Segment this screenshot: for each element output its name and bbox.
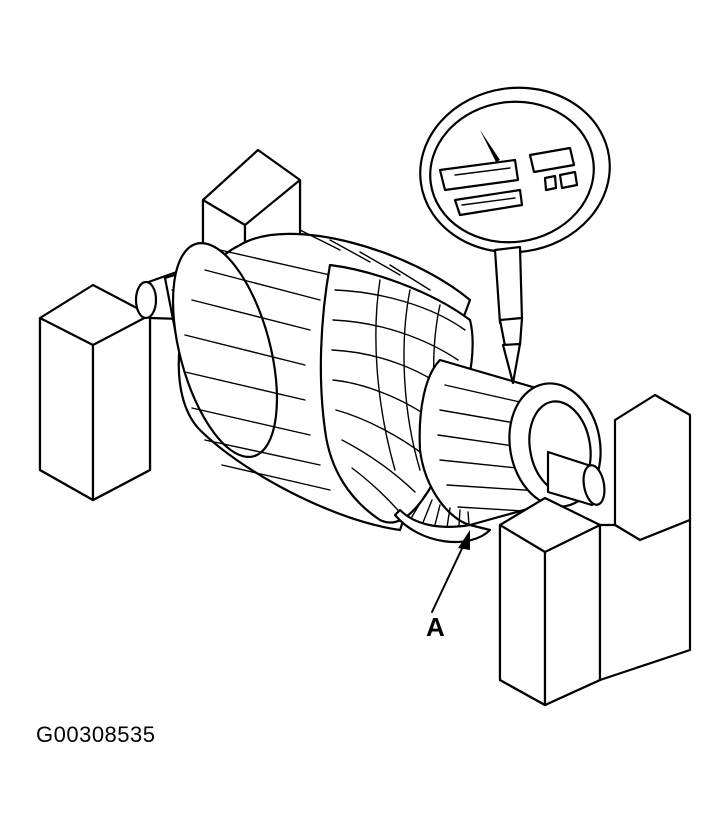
figure-id: G00308535 bbox=[36, 722, 156, 747]
dial-indicator bbox=[419, 86, 611, 385]
callout-label: A bbox=[426, 612, 445, 642]
left-v-block bbox=[38, 148, 302, 502]
right-v-block bbox=[498, 393, 692, 707]
callout-arrow bbox=[431, 530, 470, 613]
right-shaft bbox=[508, 382, 606, 508]
